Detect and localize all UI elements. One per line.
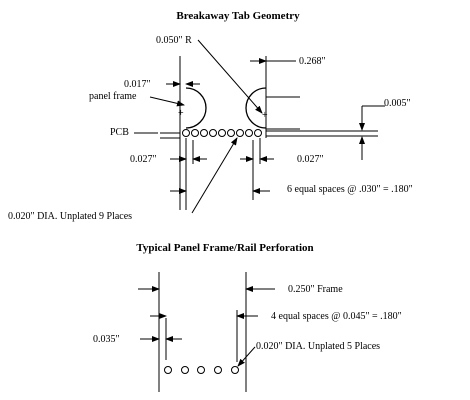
label-right-spacing: 0.027"	[297, 154, 324, 165]
hole	[200, 129, 208, 137]
label-right-width: 0.268"	[299, 56, 326, 67]
hole	[254, 129, 262, 137]
label-panel-frame: panel frame	[89, 91, 137, 102]
hole	[164, 366, 172, 374]
arc-center-mark-right: +	[262, 110, 268, 121]
label-holes-top: 0.020" DIA. Unplated 9 Places	[8, 211, 132, 222]
radius-leader	[197, 39, 263, 114]
perforation-holes-bottom	[164, 366, 239, 374]
label-thickness: 0.005"	[384, 98, 411, 109]
panel-frame-leader	[149, 96, 185, 107]
label-pcb: PCB	[110, 127, 129, 138]
hole	[236, 129, 244, 137]
hole	[197, 366, 205, 374]
title-panel-frame-perforation: Typical Panel Frame/Rail Perforation	[136, 242, 313, 254]
tab-arc-left	[185, 87, 207, 129]
tab-arc-right	[245, 87, 267, 129]
arc-center-mark-left: +	[178, 108, 184, 119]
label-frame: 0.250" Frame	[288, 284, 343, 295]
perforation-holes-top	[182, 129, 262, 137]
holes-leader-top	[191, 137, 238, 214]
label-offset: 0.035"	[93, 334, 120, 345]
hole	[214, 366, 222, 374]
hole	[191, 129, 199, 137]
title-breakaway-tab-geometry: Breakaway Tab Geometry	[176, 10, 300, 22]
label-equal-spaces-top: 6 equal spaces @ .030" = .180"	[287, 184, 413, 195]
label-left-spacing: 0.027"	[130, 154, 157, 165]
label-left-offset: 0.017"	[124, 79, 151, 90]
hole	[218, 129, 226, 137]
hole	[182, 129, 190, 137]
hole	[245, 129, 253, 137]
label-holes-bottom: 0.020" DIA. Unplated 5 Places	[256, 341, 380, 352]
label-radius: 0.050" R	[156, 35, 192, 46]
label-equal-spaces-bottom: 4 equal spaces @ 0.045" = .180"	[271, 311, 402, 322]
holes-leader-bottom	[237, 346, 256, 367]
hole	[227, 129, 235, 137]
hole	[181, 366, 189, 374]
breakaway-tab-drawing: + + 0.050" R 0.268" 0.017"	[8, 35, 413, 222]
hole	[231, 366, 239, 374]
hole	[209, 129, 217, 137]
panel-rail-perforation-drawing: 0.250" Frame 4 equal spaces @ 0.045" = .…	[93, 272, 402, 392]
